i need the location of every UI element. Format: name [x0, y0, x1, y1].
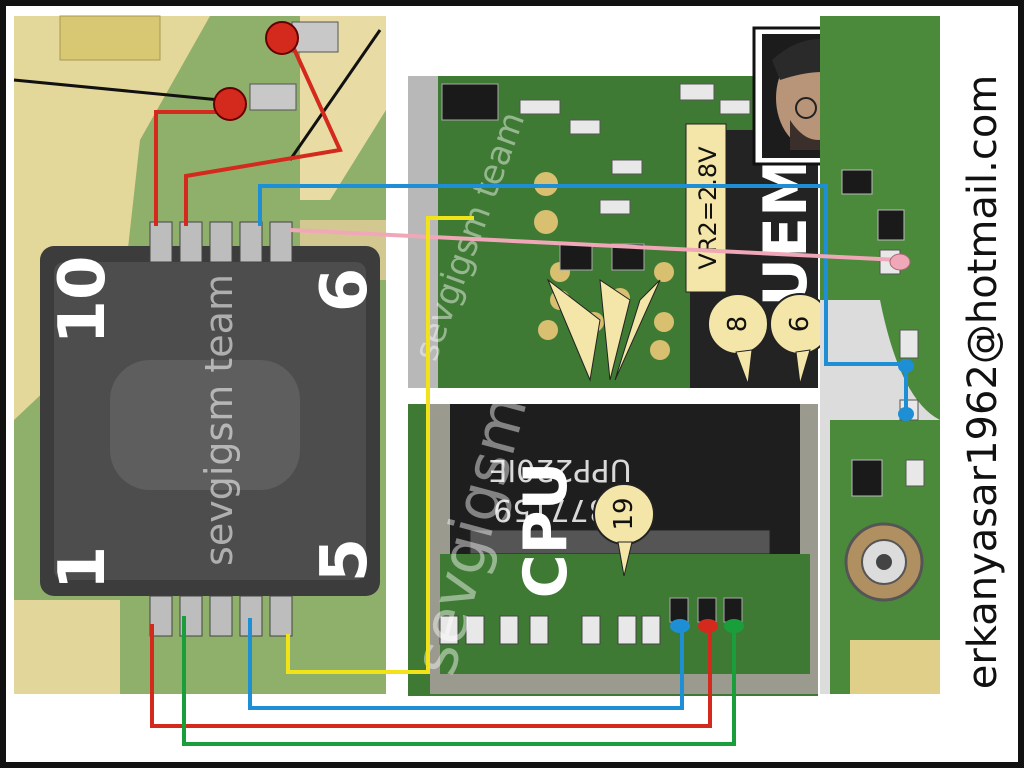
green-wire-bottom — [182, 616, 736, 746]
red-wire-top-1 — [154, 110, 230, 226]
pink-wire — [289, 228, 901, 262]
blue-marker-bottom — [670, 619, 690, 633]
chip-pin-10-label: 10 — [46, 255, 120, 344]
cpu-pin-19-bubble: 19 — [593, 483, 655, 577]
author-email: erkanyasar1962@hotmail.com — [960, 75, 1006, 690]
watermark-chip: sevgigsm team — [197, 274, 241, 566]
eeprom-chip: 10 6 1 5 sevgigsm team — [40, 221, 382, 637]
blue-marker-right-1 — [898, 359, 914, 373]
red-marker-bottom — [698, 619, 718, 633]
uem-pin-6-bubble: 6 — [769, 293, 831, 385]
uem-pin-6-label: 6 — [785, 316, 815, 333]
chip-pin-6-label: 6 — [308, 268, 382, 313]
chip-pin-1-label: 1 — [46, 546, 120, 591]
pink-marker — [889, 253, 911, 271]
wire-markers — [213, 21, 914, 633]
red-marker-1 — [213, 87, 247, 121]
uem-voltage-badge: VR2=2.8V — [685, 123, 727, 293]
red-marker-2 — [265, 21, 299, 55]
yellow-wire — [286, 216, 474, 674]
wires — [150, 39, 908, 746]
uem-pin-8-label: 8 — [723, 316, 753, 333]
red-wire-bottom — [150, 624, 712, 728]
chip-bottom-pins — [149, 595, 293, 637]
cpu-marking-line1: UPP220IE — [488, 452, 631, 487]
chip-pin-5-label: 5 — [308, 538, 382, 583]
antenna-connector — [844, 522, 924, 602]
red-wire-top-2 — [184, 39, 343, 226]
right-board-strip — [820, 16, 940, 694]
blue-marker-right-2 — [898, 407, 914, 421]
cpu-label: CPU — [511, 462, 581, 599]
blue-wire-bottom — [248, 618, 684, 710]
cpu-board-panel: UPP220IE 4377159 CPU 19 sevgigsm — [400, 388, 818, 696]
cpu-pin-19-label: 19 — [609, 497, 639, 530]
green-marker-bottom — [724, 619, 744, 633]
uem-board-panel: UEM VR2=2.8V 8 6 sevgigsm team — [406, 76, 831, 388]
uem-pin-8-bubble: 8 — [707, 293, 769, 385]
chip-top-pins — [149, 221, 293, 263]
uem-label: UEM — [751, 157, 821, 306]
